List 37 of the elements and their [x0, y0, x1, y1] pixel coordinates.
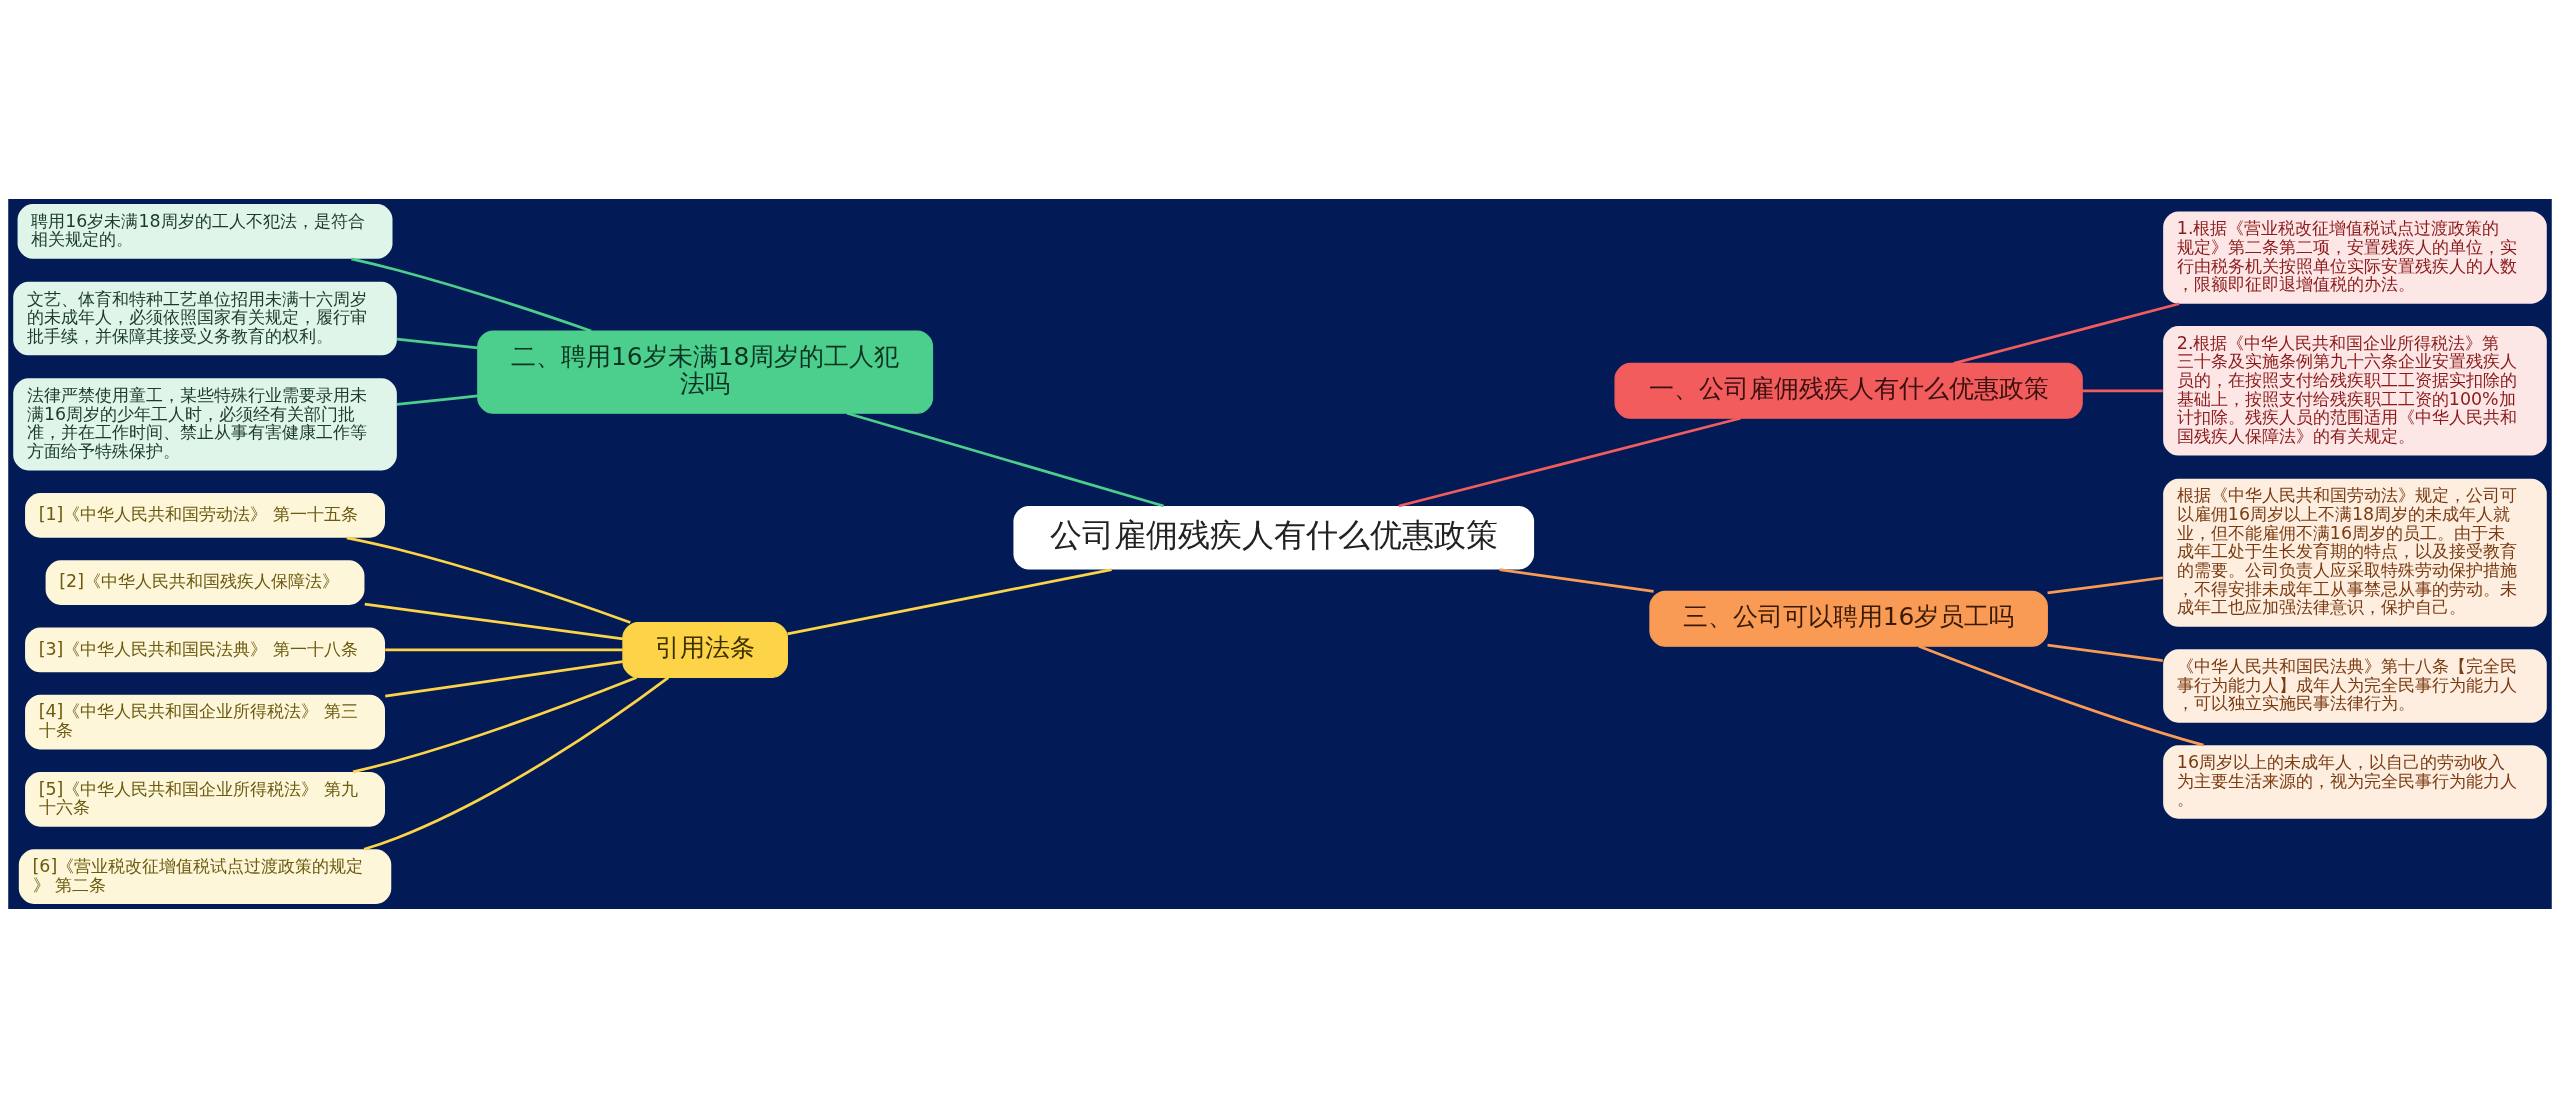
connector	[2082, 389, 2163, 393]
connector	[396, 394, 478, 406]
connector	[364, 602, 624, 641]
connector	[787, 568, 1112, 636]
connector	[396, 337, 478, 350]
connector	[385, 660, 623, 698]
node-box: [1]《中华人民共和国劳动法》 第一十五条	[25, 492, 386, 538]
node-box: 根据《中华人民共和国劳动法》规定，公司可以雇佣16周岁以上不满18周岁的未成年人就业，但不能雇佣不满16周岁的员工。由于未成年工处于生长发育期的特点，以及接受教育的需要。公司负责人应采取特殊劳动保护措施，不得安排未成年工从事禁忌从事的劳动。未成年工也应加强法律意识，保护自己。	[2163, 478, 2547, 627]
connector	[346, 536, 631, 624]
node-box: 聘用16岁未满18周岁的工人不犯法，是符合相关规定的。	[17, 204, 393, 259]
node-box: [6]《营业税改征增值税试点过渡政策的规定》 第二条	[18, 849, 392, 904]
connector	[2047, 643, 2163, 662]
connector	[1398, 416, 1741, 508]
connector	[351, 257, 592, 333]
connector	[1918, 645, 2204, 747]
node-box: 引用法条	[622, 621, 788, 678]
connector	[1499, 568, 1654, 593]
connector	[2047, 576, 2163, 595]
node-box: 一、公司雇佣残疾人有什么优惠政策	[1614, 362, 2083, 419]
node-box: 公司雇佣残疾人有什么优惠政策	[1013, 506, 1535, 570]
connector	[363, 676, 670, 851]
node-box: 16周岁以上的未成年人，以自己的劳动收入为主要生活来源的，视为完全民事行为能力人。	[2163, 745, 2547, 819]
node-box: 《中华人民共和国民法典》第十八条【完全民事行为能力人】成年人为完全民事行为能力人，可以独立实施民事法律行为。	[2163, 649, 2547, 723]
connector	[1953, 302, 2180, 365]
node-box: [2]《中华人民共和国残疾人保障法》	[45, 560, 365, 606]
connector	[352, 676, 638, 774]
node-box: 三、公司可以聘用16岁员工吗	[1649, 590, 2048, 647]
node-box: 2.根据《中华人民共和国企业所得税法》第三十条及实施条例第九十六条企业安置残疾人员的，在按照支付给残疾职工工资据实扣除的基础上，按照支付给残疾职工工资的100%加计扣除。残疾人员的范围适用《中华人民共和国残疾人保障法》的有关规定。	[2163, 326, 2547, 456]
node-box: 文艺、体育和特种工艺单位招用未满十六周岁的未成年人，必须依照国家有关规定，履行审批手续，并保障其接受义务教育的权利。	[13, 281, 397, 356]
connector	[385, 648, 623, 652]
node-box: [5]《中华人民共和国企业所得税法》 第九十六条	[25, 772, 386, 827]
node-box: [3]《中华人民共和国民法典》 第一十八条	[25, 627, 386, 673]
node-box: 1.根据《营业税改征增值税试点过渡政策的规定》第二条第二项，安置残疾人的单位，实行由税务机关按照单位实际安置残疾人的人数，限额即征即退增值税的办法。	[2163, 211, 2547, 304]
node-box: 二、聘用16岁未满18周岁的工人犯法吗	[477, 330, 934, 414]
node-box: 法律严禁使用童工，某些特殊行业需要录用未满16周岁的少年工人时，必须经有关部门批准，并在工作时间、禁止从事有害健康工作等方面给予特殊保护。	[13, 378, 397, 471]
node-box: [4]《中华人民共和国企业所得税法》 第三十条	[25, 694, 386, 750]
connector	[846, 412, 1165, 508]
